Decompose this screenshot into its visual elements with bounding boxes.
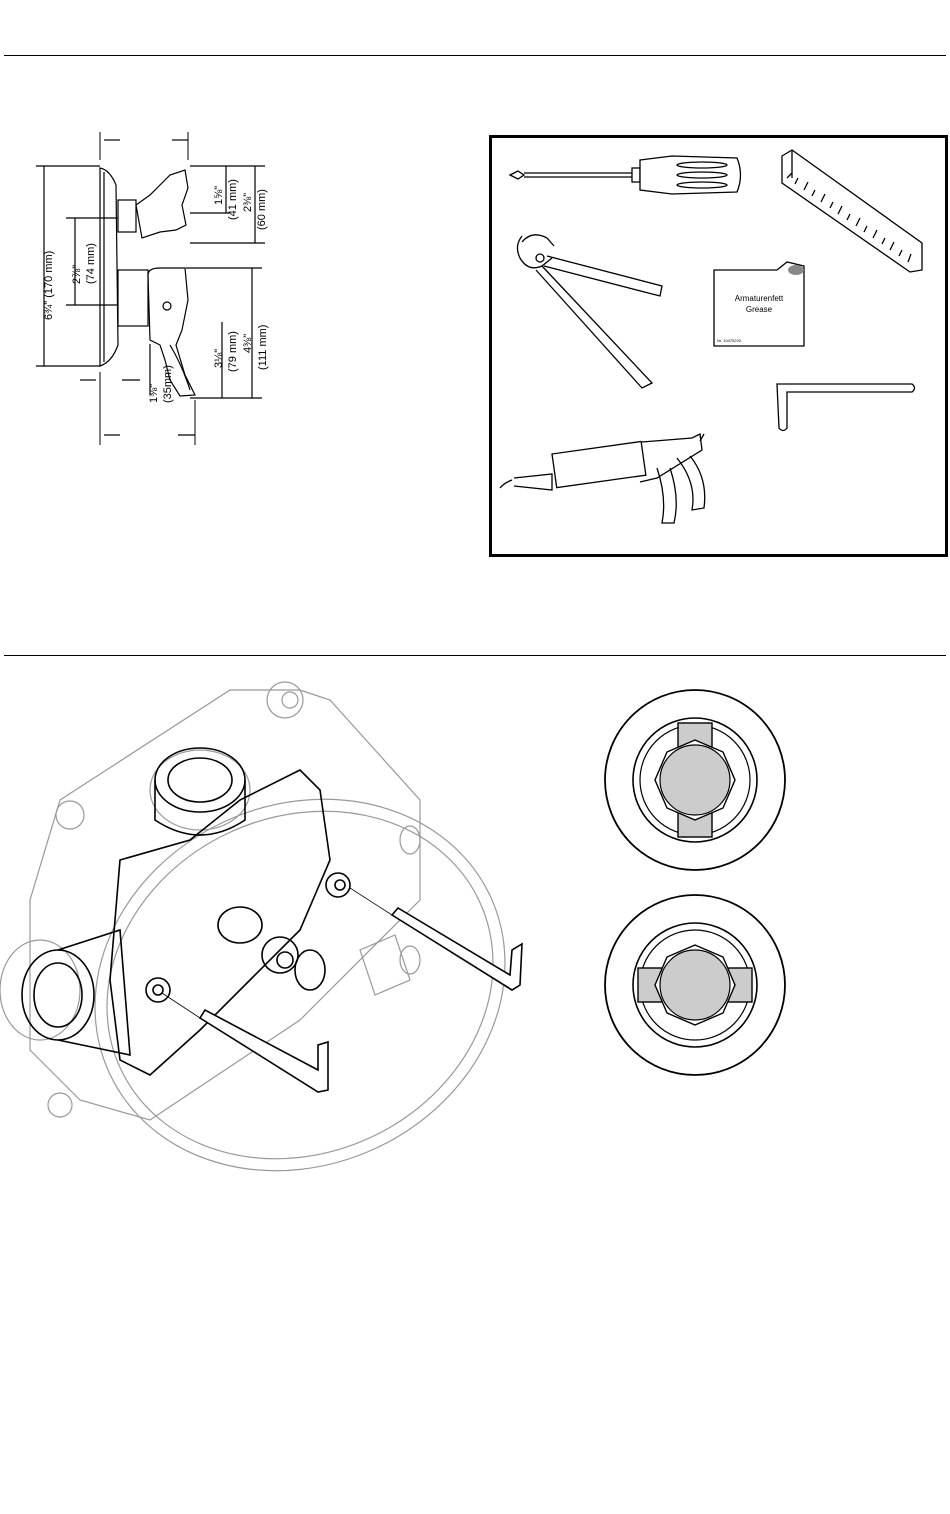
caulking-gun-icon: [500, 434, 705, 523]
top-divider: [4, 55, 946, 56]
pliers-icon: [517, 235, 662, 388]
required-tools-box: Armaturenfett Grease Nr. 10475220: [489, 135, 948, 557]
hex-key-right-icon: [350, 888, 522, 990]
grease-label-1: Armaturenfett: [735, 294, 784, 303]
stop-position-open: [600, 685, 790, 875]
grease-label-2: Grease: [746, 305, 773, 314]
grease-part-no: Nr. 10475220: [717, 338, 742, 343]
stop-position-closed: [600, 890, 790, 1080]
middle-divider: [4, 655, 946, 656]
dim-depth: 1⅜": [148, 384, 160, 403]
dimension-drawing: 6¾" (170 mm) 2⅞" (74 mm) 1⅝" (41 mm) 2⅜"…: [0, 120, 300, 460]
dim-lower-b-mm: (111 mm): [257, 325, 269, 370]
dim-handle-a: 1⅝": [213, 186, 225, 205]
valve-body-drawing: [0, 660, 540, 1180]
dim-upper-offset-mm: (74 mm): [85, 243, 97, 284]
dim-lower-b: 4⅜": [242, 334, 254, 353]
dim-upper-offset: 2⅞": [71, 265, 83, 284]
grease-icon: [714, 262, 804, 346]
ruler-icon: [782, 150, 922, 272]
screwdriver-icon: [510, 156, 741, 194]
dim-overall-height: 6¾" (170 mm): [43, 251, 55, 320]
dim-handle-b: 2⅜": [242, 193, 254, 212]
dim-lower-a: 3⅛": [213, 349, 225, 368]
dim-handle-b-mm: (60 mm): [256, 189, 268, 230]
dim-handle-a-mm: (41 mm): [227, 179, 239, 220]
dim-lower-a-mm: (79 mm): [227, 331, 239, 372]
hex-key-icon: [777, 384, 915, 431]
dim-depth-mm: (35mm): [162, 365, 174, 403]
